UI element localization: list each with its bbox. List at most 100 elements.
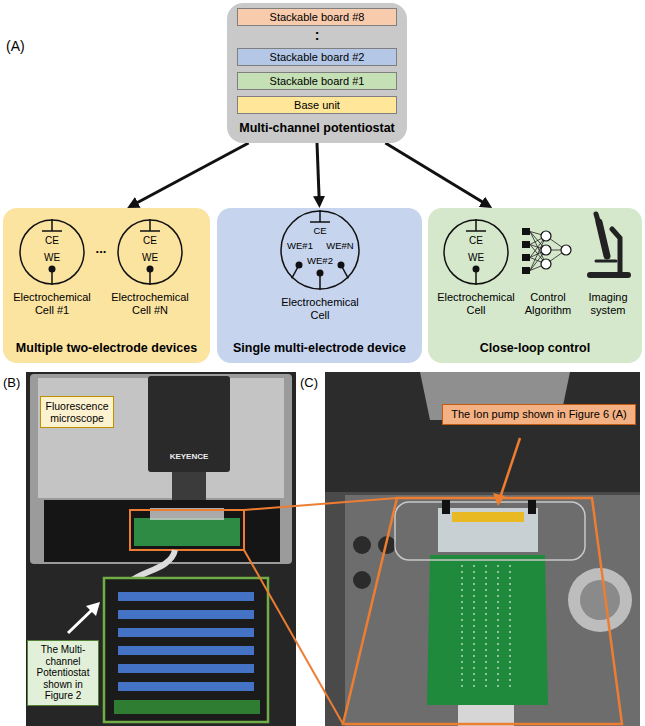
panel-title: Multi-channel potentiostat [231,121,403,136]
electrode-dot [296,262,303,269]
pcb-pads [486,565,487,690]
node-label: Stackable board #1 [270,76,365,87]
photo-c [325,372,640,726]
stage-hole [353,536,371,554]
potentiostat-housing: Multi-channel potentiostat Stackable boar… [227,3,407,143]
clamp [442,500,450,514]
stage-hole [353,571,371,589]
ion-pump-device [438,508,538,552]
network-input [522,254,530,261]
stackable-board: Stackable board #1 [237,72,397,90]
pcb-pads [510,565,511,690]
electrode-symbol [466,230,486,232]
continuation-mark: : [315,27,320,43]
cell-circle [118,220,182,284]
brand-mark: KEYENCE [170,452,209,461]
flow-arrow [385,143,485,204]
network-node [541,259,551,269]
photo-background [26,372,296,726]
electrode-label: CE [313,226,326,236]
panel-title: Multiple two-electrode devices [7,341,206,356]
objective-lens [568,568,632,632]
panel-title: Close-loop control [432,341,638,356]
electrode-dot [338,262,345,269]
node-label: The Multi-channel Potentiostat shown in … [32,644,94,702]
leader-line [500,438,520,498]
zoom-frame [130,510,244,550]
photo-background [325,372,640,726]
cell-caption: Electrochemical Cell [432,291,520,316]
icon-layer [428,208,642,363]
cell-circle [281,211,359,289]
electrode-symbol [149,219,151,231]
electrode-label: WE [44,252,60,263]
zoom-line [244,498,397,510]
clamp [528,500,536,514]
stackable-board: Stackable board #8 [237,8,397,26]
network-input [522,267,530,274]
cell-circle [20,220,84,284]
electrode-dot [473,266,480,273]
panel-letter: (A) [6,38,25,54]
callout-box: The Multi-channel Potentiostat shown in … [27,640,99,706]
leader-arrowhead [493,493,505,506]
kapton-strip [452,512,524,522]
electrode-label: CE [143,235,157,246]
network-node [541,231,551,241]
electrode-symbol [310,221,330,223]
acrylic-holder [395,502,585,560]
ellipsis: ... [96,242,107,257]
electrode-label: WE#N [326,241,353,251]
network-node [561,245,571,255]
panel-letter: (B) [3,376,20,391]
photo-b [26,372,296,726]
pcb-pads [462,565,463,690]
application-panel: Single multi-electrode device CE WE#2 WE#1 W… [217,208,422,363]
electrode-dot [317,270,324,277]
microscope-interior [325,372,640,492]
electrode-symbol [319,210,321,222]
pointer-arrow [68,608,94,633]
panel-letter: (C) [300,376,318,391]
network-input [522,228,530,235]
electrode-label: WE#2 [307,256,333,266]
flow-arrow [317,143,319,200]
electrochemical-cell: CEWEElectrochemical Cell #1 [6,219,98,321]
electrode-symbol [51,219,53,231]
potentiostat-frame [104,578,268,722]
cell-caption: Electrochemical Cell #N [104,291,196,316]
electrode-symbol [42,230,62,232]
callout-box: Fluorescence microscope [40,396,114,428]
application-panel: Close-loop control CE WE Electrochemical Ce… [428,208,642,363]
cell-caption: Electrochemical Cell [274,296,366,321]
electrochemical-cell: CEWEElectrochemical Cell #N [104,219,196,321]
panel-title: Single multi-electrode device [221,341,418,356]
electrode-label: WE [468,252,484,263]
electrode-label: WE#1 [287,241,313,251]
board-photo [118,646,254,655]
board-photo [118,682,254,691]
microscope-head [148,376,230,472]
electrode-label: CE [469,235,483,246]
microscope-icon [596,260,616,263]
zoom-frame [343,498,622,724]
node-label: Fluorescence microscope [45,400,109,424]
cell-circle [444,220,508,284]
flow-arrow [134,143,248,204]
objective [172,472,206,502]
board-photo [118,664,254,673]
board-photo [118,592,254,601]
electrochemical-cell: CE WE Electrochemical Cell [432,219,520,321]
pcb-pads [474,565,475,690]
node-label: Base unit [294,100,340,111]
electrode-dot [147,266,154,273]
microscope-housing [30,374,292,564]
cell-caption: Electrochemical Cell #1 [6,291,98,316]
pointer-arrowhead [86,602,100,616]
pcb [427,555,548,705]
callout-box: The Ion pump shown in Figure 6 (A) [442,404,636,425]
electrochemical-cell: CE WE#2 WE#1 WE#N Electrochemical Cell [274,210,366,326]
electrode-dot [49,266,56,273]
